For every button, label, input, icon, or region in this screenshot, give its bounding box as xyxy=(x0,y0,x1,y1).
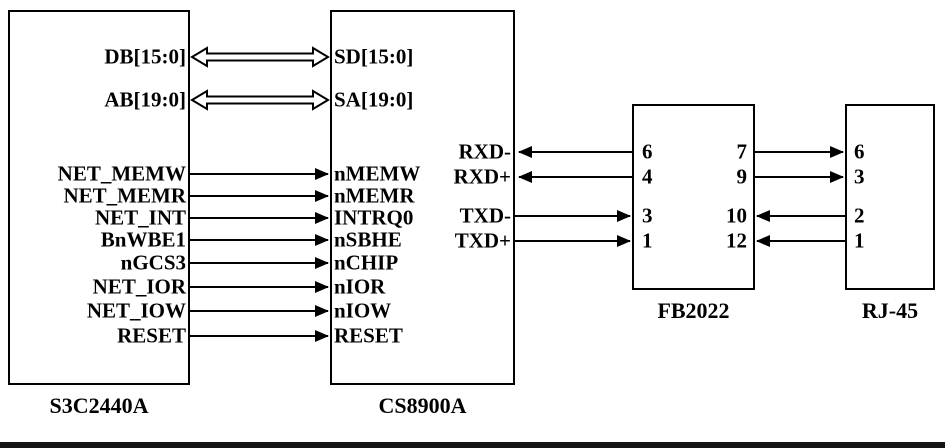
rj-pin-2: 2 xyxy=(854,203,865,228)
rj-pin-6: 6 xyxy=(854,139,865,164)
signal-net-ior: NET_IOR xyxy=(92,274,186,299)
fb-pin-6: 6 xyxy=(642,139,653,164)
signal-reset-s3c: RESET xyxy=(117,323,186,348)
bus-arrow-ab-sa xyxy=(190,89,330,111)
signal-net-memr: NET_MEMR xyxy=(63,183,187,208)
signal-nmemw: nMEMW xyxy=(334,161,421,186)
rj-pin-3: 3 xyxy=(854,164,865,189)
fb2022-box xyxy=(632,104,755,290)
rj45-label: RJ-45 xyxy=(861,298,919,323)
fb-pin-9: 9 xyxy=(736,164,748,189)
signal-net-iow: NET_IOW xyxy=(86,298,186,323)
fb-pin-4: 4 xyxy=(642,164,653,189)
s3c2440a-box xyxy=(8,10,190,385)
signal-ab: AB[19:0] xyxy=(104,87,186,112)
fb2022-label: FB2022 xyxy=(657,298,730,323)
signal-nchip: nCHIP xyxy=(334,250,399,275)
signal-txd-plus: TXD+ xyxy=(454,228,511,253)
signal-ngcs3: nGCS3 xyxy=(120,250,186,275)
fb-pin-10: 10 xyxy=(726,203,747,228)
signal-sd: SD[15:0] xyxy=(334,44,414,69)
bus-arrow-db-sd xyxy=(190,46,330,68)
rj45-box xyxy=(845,104,935,290)
signal-net-int: NET_INT xyxy=(94,205,186,230)
rj-pin-1: 1 xyxy=(854,228,865,253)
signal-reset-cs: RESET xyxy=(334,323,403,348)
signal-niow: nIOW xyxy=(334,298,392,323)
fb-pin-7: 7 xyxy=(736,139,748,164)
fb-pin-1: 1 xyxy=(642,228,653,253)
signal-nmemr: nMEMR xyxy=(334,183,415,208)
signal-bnwbe1: BnWBE1 xyxy=(100,227,186,252)
signal-txd-minus: TXD- xyxy=(459,203,511,228)
bottom-border xyxy=(0,442,945,448)
signal-intrq0: INTRQ0 xyxy=(334,205,414,230)
signal-sa: SA[19:0] xyxy=(334,87,414,112)
signal-db: DB[15:0] xyxy=(104,44,186,69)
signal-rxd-plus: RXD+ xyxy=(453,164,511,189)
fb-pin-12: 12 xyxy=(726,228,747,253)
signal-rxd-minus: RXD- xyxy=(458,139,512,164)
signal-nior: nIOR xyxy=(334,274,386,299)
fb-pin-3: 3 xyxy=(642,203,653,228)
signal-nsbhe: nSBHE xyxy=(334,227,402,252)
cs8900a-label: CS8900A xyxy=(378,393,467,418)
signal-net-memw: NET_MEMW xyxy=(57,161,186,186)
s3c2440a-label: S3C2440A xyxy=(49,393,149,418)
cs8900a-box xyxy=(330,10,515,385)
